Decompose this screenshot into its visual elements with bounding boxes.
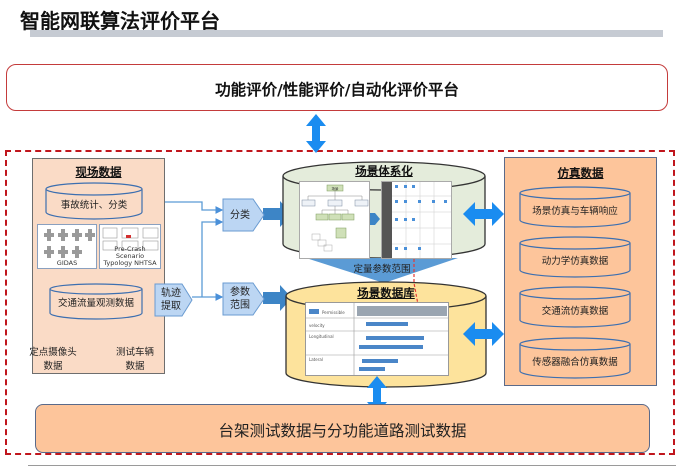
data-layer-frame — [5, 150, 675, 455]
intersection-diagrams-icon — [44, 229, 95, 258]
bench-road-test-data-box: 台架测试数据与分功能道路测试数据 — [35, 404, 650, 453]
scenario-db-table: velocity Longitudinal Lateral Permissibl… — [305, 302, 449, 376]
trajectory-extract-shape — [154, 283, 193, 317]
simulation-db-cylinder: 动力学仿真数据 — [518, 236, 632, 278]
nhtsa-thumbnail: Pre-Crash Scenario Typology NHTSA — [99, 224, 161, 269]
trajectory-line1: 轨迹 — [161, 288, 181, 299]
accident-db-label: 事故统计、分类 — [60, 200, 128, 211]
trajectory-line2: 提取 — [161, 301, 181, 312]
source-camera-line1: 定点摄像头 — [29, 347, 77, 358]
classify-shape — [222, 198, 265, 232]
source-vehicle-line1: 测试车辆 — [115, 347, 154, 358]
small-arrow-icon — [370, 213, 380, 225]
connector-trajectory-to-classify — [201, 218, 224, 297]
cylinder-icon — [519, 236, 631, 278]
cylinder-icon — [519, 286, 631, 328]
param-range-shape — [222, 282, 265, 316]
double-arrow-db-sim-icon — [463, 322, 504, 346]
cylinder-icon — [519, 186, 631, 228]
trajectory-extract-label: 轨迹 提取 — [156, 287, 186, 313]
scenario-tree-image: 场景 — [299, 181, 370, 259]
scenario-db-title: 场景数据库 — [357, 286, 415, 300]
evaluation-platform-label: 功能评价/性能评价/自动化评价平台 — [215, 81, 459, 99]
tree-diagram-icon: 场景 — [301, 184, 369, 252]
evaluation-platform-box: 功能评价/性能评价/自动化评价平台 — [6, 64, 668, 111]
simulation-db-label: 传感器融合仿真数据 — [532, 357, 618, 368]
matrix-grid-icon — [382, 182, 451, 258]
simulation-db-cylinder: 传感器融合仿真数据 — [518, 337, 632, 379]
scenario-matrix-image — [381, 181, 452, 259]
source-vehicle: 测试车辆 数据 — [104, 346, 166, 374]
simulation-data-title: 仿真数据 — [557, 166, 604, 180]
connector-accident-to-classify — [142, 201, 224, 214]
nhtsa-caption-line2: Typology NHTSA — [103, 259, 157, 267]
title-underline — [30, 30, 663, 37]
classify-label: 分类 — [230, 210, 250, 221]
double-arrow-system-sim-icon — [463, 202, 504, 226]
footer-rule — [28, 465, 676, 466]
source-camera-line2: 数据 — [43, 361, 63, 372]
block-arrow-param-icon — [263, 285, 292, 311]
page-title: 智能网联算法评价平台 — [20, 9, 220, 33]
cylinder-icon — [519, 337, 631, 379]
nhtsa-caption: Pre-Crash Scenario Typology NHTSA — [100, 246, 160, 267]
longitudinal-row-label: Longitudinal — [309, 334, 334, 339]
parameter-table-icon: velocity Longitudinal Lateral Permissibl… — [306, 303, 448, 375]
lateral-row-label: Lateral — [309, 357, 323, 362]
simulation-db-label: 交通流仿真数据 — [541, 306, 609, 317]
simulation-db-cylinder: 场景仿真与车辆响应 — [518, 186, 632, 228]
quant-param-wedge-icon — [306, 258, 458, 283]
nhtsa-caption-line1: Pre-Crash Scenario — [114, 245, 146, 260]
param-line2: 范围 — [230, 300, 250, 311]
velocity-row-label: velocity — [309, 323, 325, 328]
bench-road-test-data-label: 台架测试数据与分功能道路测试数据 — [218, 422, 467, 440]
source-vehicle-line2: 数据 — [125, 361, 145, 372]
field-data-title: 现场数据 — [75, 165, 122, 179]
param-range-label: 参数 范围 — [224, 286, 256, 312]
simulation-db-cylinder: 交通流仿真数据 — [518, 286, 632, 328]
traffic-db-label: 交通流量观测数据 — [57, 298, 134, 309]
source-camera: 定点摄像头 数据 — [18, 346, 88, 374]
scenario-sketches-icon — [102, 227, 159, 251]
quant-param-label: 定量参数范围 — [353, 264, 411, 275]
double-arrow-top-icon — [306, 114, 326, 153]
accident-db-cylinder — [45, 182, 143, 220]
traffic-db-cylinder — [49, 283, 143, 320]
permissible-label: Permissible — [322, 310, 345, 315]
param-line1: 参数 — [230, 287, 250, 298]
tree-root-label: 场景 — [332, 186, 340, 191]
gidas-thumbnail: GIDAS — [37, 224, 97, 269]
gidas-caption: GIDAS — [56, 259, 78, 267]
simulation-db-label: 场景仿真与车辆响应 — [532, 206, 618, 217]
simulation-db-label: 动力学仿真数据 — [541, 256, 609, 267]
scenario-system-title: 场景体系化 — [355, 164, 413, 178]
